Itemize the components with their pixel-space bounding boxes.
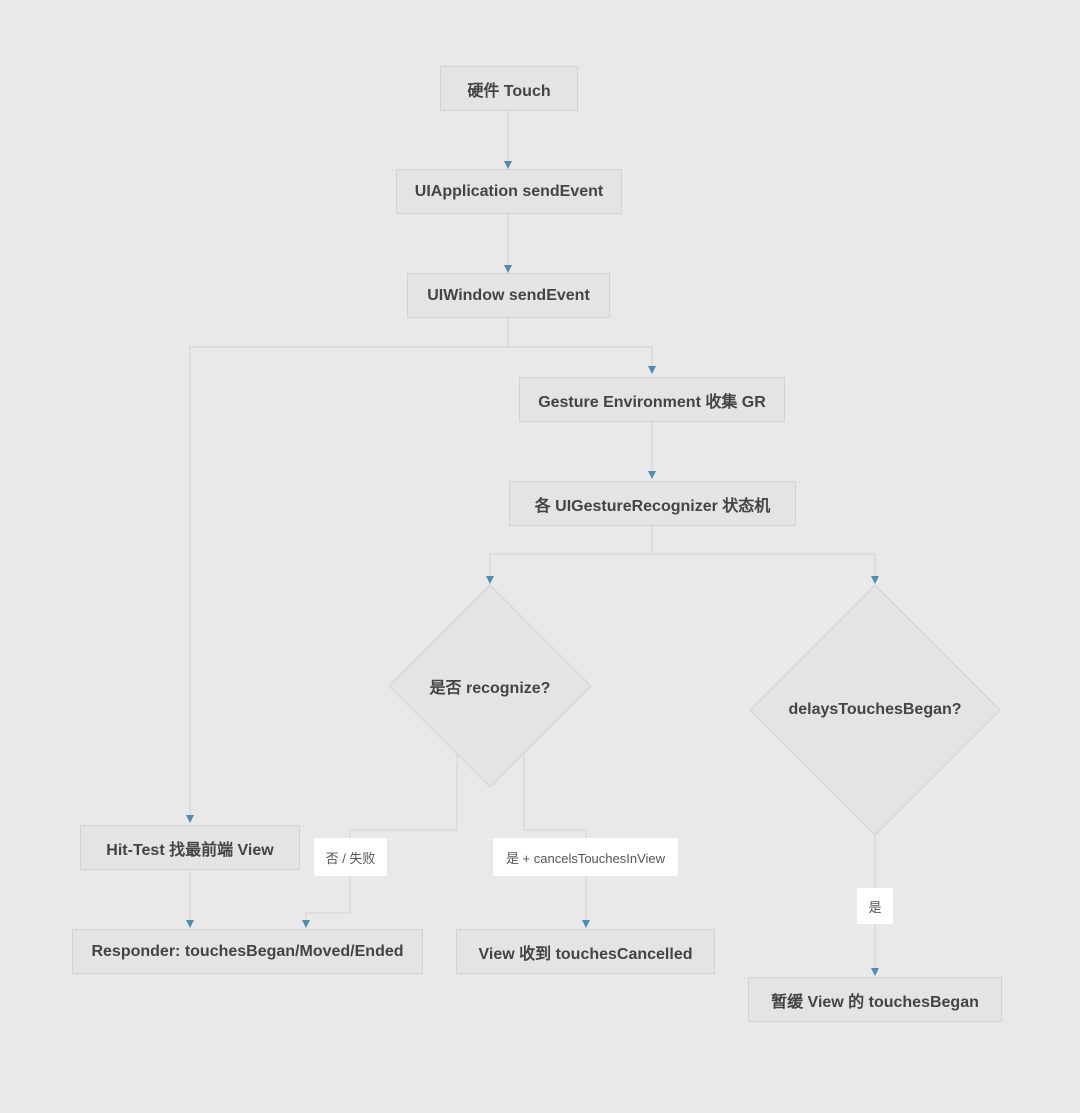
edge-label-yes: 是	[857, 888, 893, 924]
delays-diamond	[749, 584, 1001, 836]
edge-statemachine-to-recognize	[489, 553, 652, 582]
edge-label-no-fail: 否 / 失败	[314, 838, 387, 876]
arrowhead-responder-right	[302, 920, 310, 928]
node-uiapplication-sendevent: UIApplication sendEvent	[396, 169, 622, 214]
recognize-decision-label: 是否 recognize?	[429, 680, 551, 697]
node-hit-test: Hit-Test 找最前端 View	[80, 825, 300, 870]
arrowhead-application	[504, 161, 512, 169]
edge-window-to-gesture-env	[508, 346, 653, 373]
arrowhead-delays	[871, 576, 879, 584]
arrowhead-recognize	[486, 576, 494, 584]
edge-recognize-yes-to-cancelled	[523, 755, 587, 926]
node-responder-touches: Responder: touchesBegan/Moved/Ended	[72, 929, 423, 974]
arrowhead-window	[504, 265, 512, 273]
node-gesture-environment: Gesture Environment 收集 GR	[519, 377, 785, 422]
edge-window-to-hittest	[189, 346, 508, 821]
delays-decision-label: delaysTouchesBegan?	[788, 701, 962, 718]
arrowhead-hittest	[186, 815, 194, 823]
node-uiwindow-sendevent: UIWindow sendEvent	[407, 273, 610, 318]
node-view-touches-cancelled: View 收到 touchesCancelled	[456, 929, 715, 974]
arrowhead-statemachine	[648, 471, 656, 479]
recognize-diamond	[388, 584, 592, 788]
edge-label-yes-cancels: 是 + cancelsTouchesInView	[493, 838, 678, 876]
arrowhead-responder-left	[186, 920, 194, 928]
edge-statemachine-to-delays	[652, 553, 876, 582]
node-hardware-touch: 硬件 Touch	[440, 66, 578, 111]
arrowhead-gesture-env	[648, 366, 656, 374]
node-gesture-state-machine: 各 UIGestureRecognizer 状态机	[509, 481, 796, 526]
arrowhead-delay-began	[871, 968, 879, 976]
node-delay-touches-began: 暂缓 View 的 touchesBegan	[748, 977, 1002, 1022]
arrowhead-cancelled	[582, 920, 590, 928]
